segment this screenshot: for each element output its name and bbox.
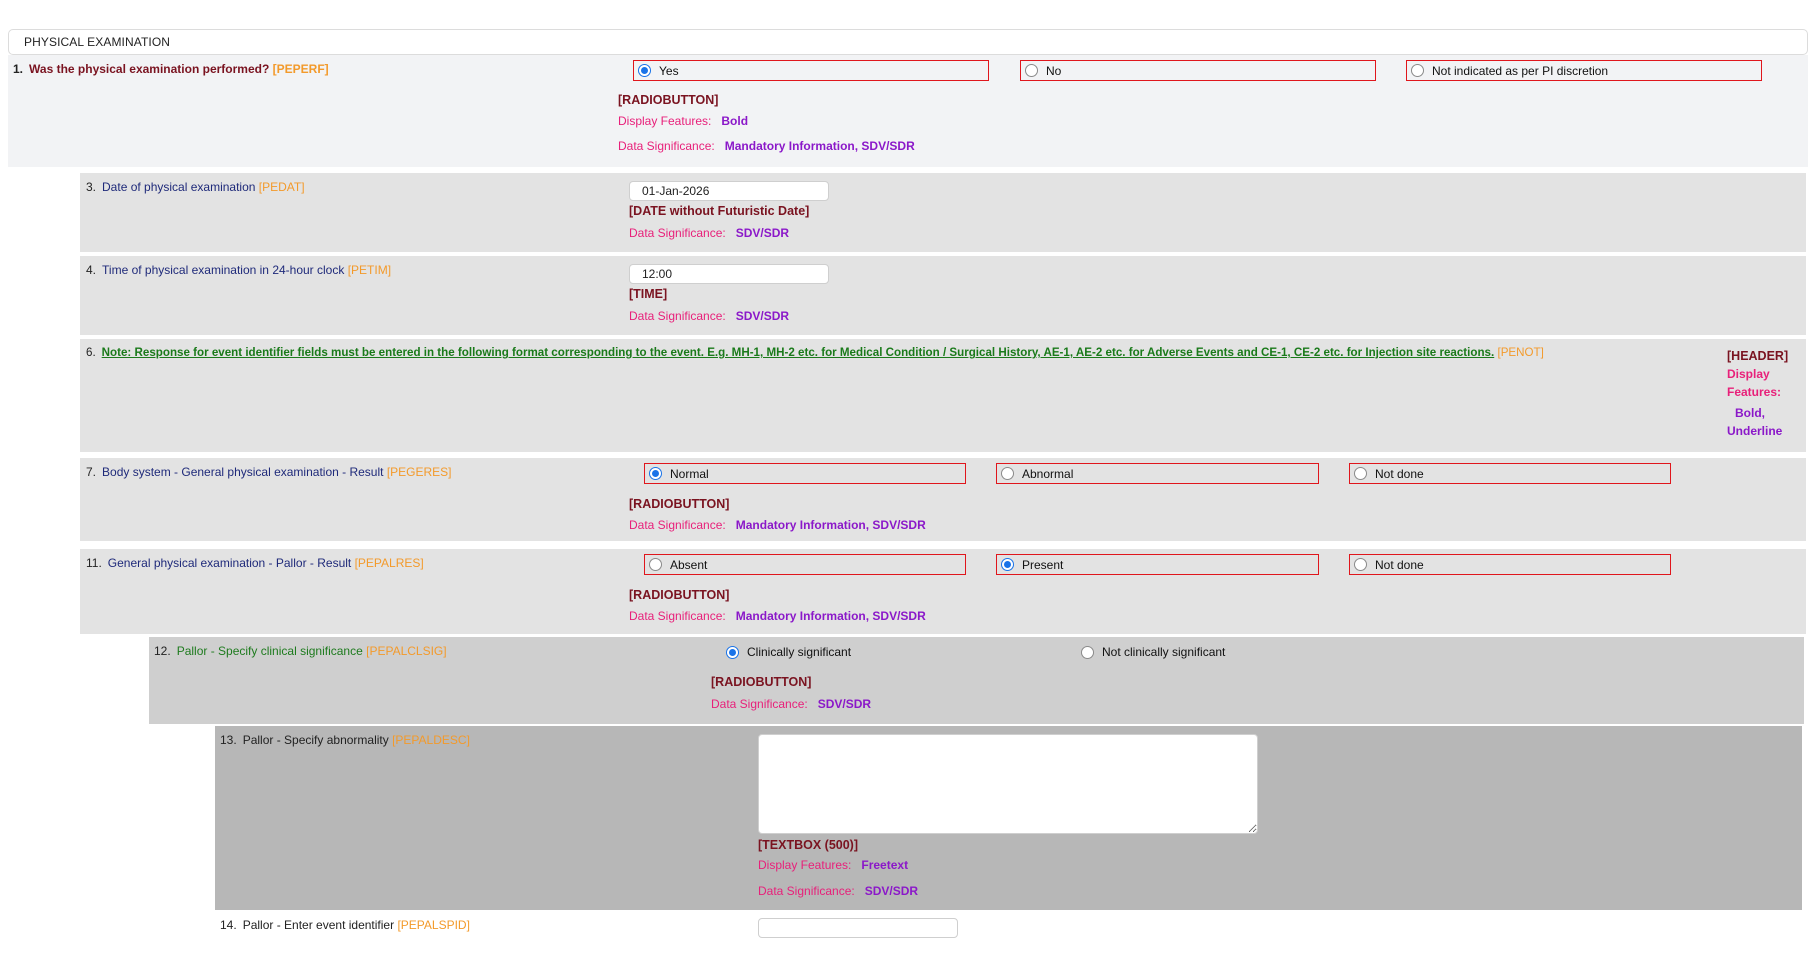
question-1-data-significance: Data Significance:Mandatory Information,…: [618, 139, 915, 153]
radio-unselected-icon[interactable]: [1001, 467, 1014, 480]
radio-unselected-icon[interactable]: [1025, 64, 1038, 77]
question-3-data-significance: Data Significance:SDV/SDR: [629, 226, 790, 240]
question-1-code: [PEPERF]: [272, 62, 329, 76]
radio-unselected-icon[interactable]: [1081, 645, 1094, 659]
radio-option-not-done[interactable]: Not done: [1349, 463, 1671, 484]
radio-option-present[interactable]: Present: [996, 554, 1319, 575]
question-4-row: [80, 256, 1806, 335]
question-12-data-significance: Data Significance:SDV/SDR: [711, 697, 872, 711]
question-11-row: [80, 549, 1806, 634]
date-input[interactable]: 01-Jan-2026: [629, 181, 829, 201]
question-7-data-significance: Data Significance:Mandatory Information,…: [629, 518, 926, 532]
radio-selected-icon[interactable]: [726, 645, 739, 659]
question-4-data-significance: Data Significance:SDV/SDR: [629, 309, 790, 323]
radio-selected-icon[interactable]: [1001, 558, 1014, 571]
question-13-display-features: Display Features:Freetext: [758, 858, 909, 872]
question-14-label: 14.Pallor - Enter event identifier [PEPA…: [220, 918, 470, 932]
question-7-label: 7.Body system - General physical examina…: [86, 465, 452, 479]
question-14-row: [215, 910, 1802, 968]
radio-option-not-indicated[interactable]: Not indicated as per PI discretion: [1406, 60, 1762, 81]
section-title: PHYSICAL EXAMINATION: [24, 35, 171, 49]
radio-option-not-done[interactable]: Not done: [1349, 554, 1671, 575]
radio-option-normal[interactable]: Normal: [644, 463, 966, 484]
radio-unselected-icon[interactable]: [1354, 558, 1367, 571]
event-identifier-input[interactable]: [758, 918, 958, 938]
question-3-label: 3.Date of physical examination [PEDAT]: [86, 180, 305, 194]
question-11-type: [RADIOBUTTON]: [629, 588, 730, 602]
question-13-type: [TEXTBOX (500)]: [758, 838, 859, 852]
question-12-row: [149, 637, 1804, 724]
radio-selected-icon[interactable]: [638, 64, 651, 77]
question-12-label: 12.Pallor - Specify clinical significanc…: [154, 644, 447, 658]
question-13-label: 13.Pallor - Specify abnormality [PEPALDE…: [220, 733, 470, 747]
section-header: PHYSICAL EXAMINATION: [8, 29, 1808, 55]
question-6-note: 6.Note: Response for event identifier fi…: [86, 346, 1544, 359]
radio-option-abnormal[interactable]: Abnormal: [996, 463, 1319, 484]
radio-option-no[interactable]: No: [1020, 60, 1376, 81]
question-11-label: 11.General physical examination - Pallor…: [86, 556, 424, 570]
question-1-label: 1.Was the physical examination performed…: [13, 62, 329, 76]
question-1-type: [RADIOBUTTON]: [618, 93, 719, 107]
question-6-row: [80, 339, 1806, 452]
question-1-row: [8, 55, 1808, 167]
radio-option-absent[interactable]: Absent: [644, 554, 966, 575]
question-4-label: 4.Time of physical examination in 24-hou…: [86, 263, 392, 277]
radio-selected-icon[interactable]: [649, 467, 662, 480]
question-12-type: [RADIOBUTTON]: [711, 675, 812, 689]
question-7-type: [RADIOBUTTON]: [629, 497, 730, 511]
question-6-type-block: [HEADER] Display Features: Bold, Underli…: [1727, 349, 1789, 438]
time-input[interactable]: 12:00: [629, 264, 829, 284]
radio-unselected-icon[interactable]: [1354, 467, 1367, 480]
abnormality-textarea[interactable]: [758, 734, 1258, 834]
question-3-type: [DATE without Futuristic Date]: [629, 204, 810, 218]
question-1-display-features: Display Features:Bold: [618, 114, 749, 128]
question-7-row: [80, 458, 1806, 541]
radio-option-clinically-significant[interactable]: Clinically significant: [726, 642, 851, 662]
radio-unselected-icon[interactable]: [1411, 64, 1424, 77]
question-3-row: [80, 173, 1806, 252]
radio-unselected-icon[interactable]: [649, 558, 662, 571]
radio-option-not-clinically-significant[interactable]: Not clinically significant: [1081, 642, 1225, 662]
radio-option-yes[interactable]: Yes: [633, 60, 989, 81]
question-11-data-significance: Data Significance:Mandatory Information,…: [629, 609, 926, 623]
question-13-data-significance: Data Significance:SDV/SDR: [758, 884, 919, 898]
question-4-type: [TIME]: [629, 287, 668, 301]
